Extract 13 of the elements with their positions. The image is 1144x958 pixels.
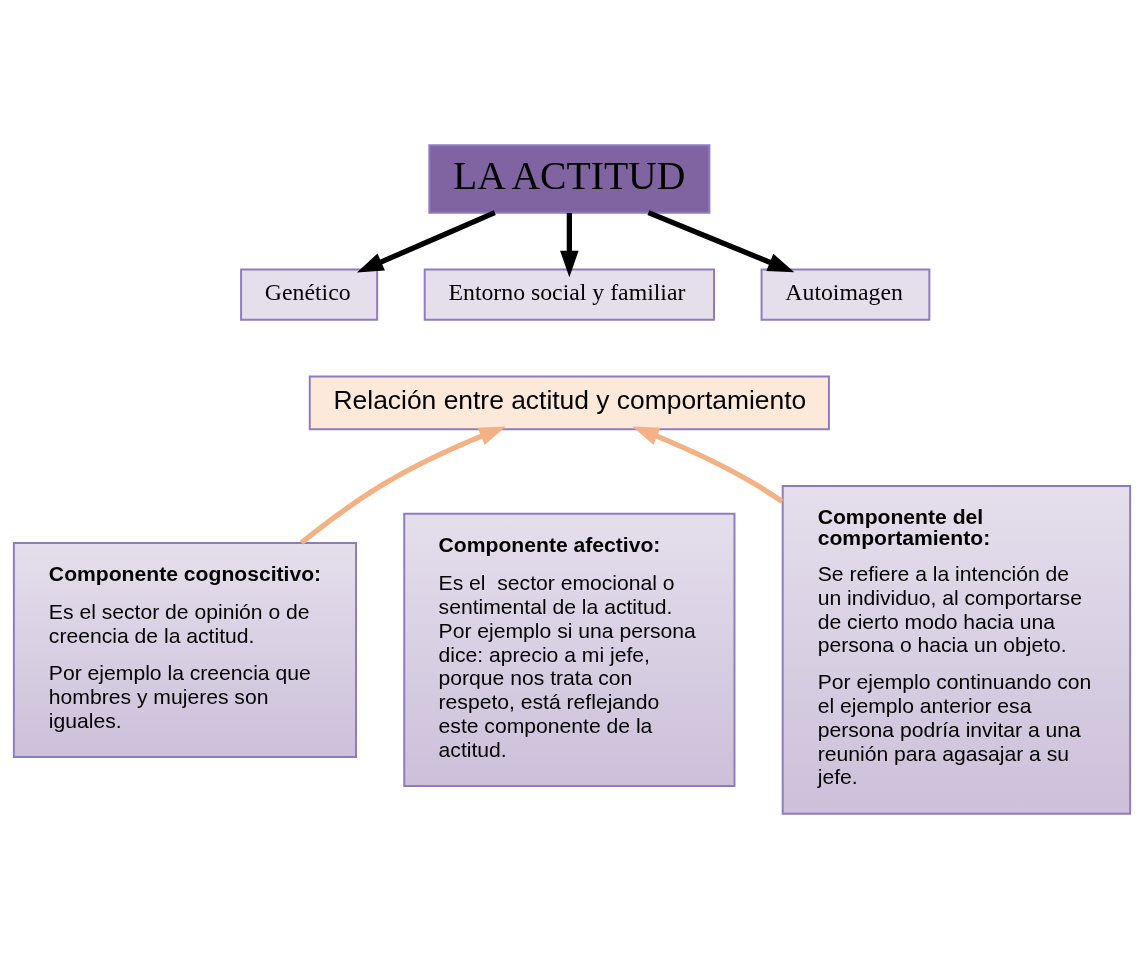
arrow	[560, 212, 579, 277]
node-box: Autoimagen	[760, 267, 931, 321]
arrow	[632, 425, 784, 504]
node-box: Componente cognoscitivo: Es el sector de opinión o de creencia de la actitud. Por ejemplo la creencia que hombres y mujeres son iguales.	[12, 541, 357, 758]
node-box: Entorno social y familiar	[423, 267, 715, 321]
node-box: Componente del comportamiento: Se refiere a la intención de un individuo, al comportarse de cierto modo hacia una persona o hacia un objeto. Por ejemplo continuando con el ejemplo anterior esa persona podría invitar a una reunión para agasajar a su jefe.	[781, 484, 1132, 815]
node-box: Relación entre actitud y comportamiento	[308, 374, 830, 430]
node-box: LA ACTITUD	[428, 143, 711, 214]
arrow	[647, 209, 795, 272]
arrow	[299, 425, 506, 545]
node-box: Componente afectivo: Es el sector emocional o sentimental de la actitud. Por ejemplo si una persona dice: aprecio a mi jefe, porque nos trata con respeto, está reflejando este componente de la actitud.	[403, 512, 736, 787]
arrow	[356, 209, 496, 272]
node-box: Genético	[240, 267, 379, 321]
